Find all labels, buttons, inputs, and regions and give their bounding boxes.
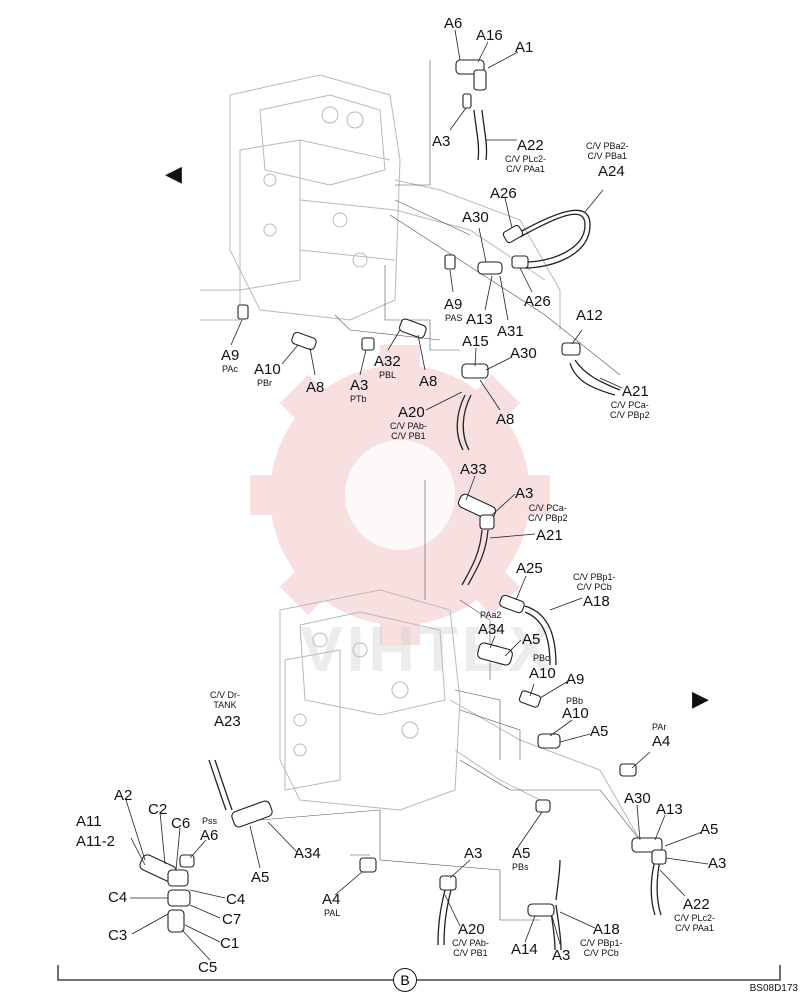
part-label-a18: A18 xyxy=(593,921,620,938)
port-label: C/V PCa- C/V PBp2 xyxy=(610,400,650,421)
port-label: PBr xyxy=(257,378,273,388)
part-label-a31: A31 xyxy=(497,323,524,340)
part-label-a15: A15 xyxy=(462,333,489,350)
port-label: PAa2 xyxy=(480,610,502,620)
port-label: C/V Dr- TANK xyxy=(210,690,240,711)
part-label-a6: A6 xyxy=(444,15,463,32)
port-label: PBb xyxy=(566,696,584,706)
part-label-a4: A4 xyxy=(322,891,341,908)
part-label-a11: A11 xyxy=(76,813,102,830)
port-label: C/V PLc2- C/V PAa1 xyxy=(674,913,716,934)
port-label: C/V PBp1- C/V PCb xyxy=(580,938,623,959)
part-label-a8: A8 xyxy=(306,379,325,396)
port-label: PAS xyxy=(445,313,463,323)
part-label-a14: A14 xyxy=(511,941,538,958)
drawing-code: BS08D173 xyxy=(749,983,798,994)
part-label-a33: A33 xyxy=(460,461,487,478)
part-label-a12: A12 xyxy=(576,307,603,324)
part-label-c3: C3 xyxy=(108,927,128,944)
part-label-a8: A8 xyxy=(496,411,515,428)
part-label-a22: A22 xyxy=(683,896,710,913)
part-label-a13: A13 xyxy=(466,311,493,328)
part-label-a21: A21 xyxy=(536,527,563,544)
port-label: PAc xyxy=(222,364,238,374)
part-label-a22: A22 xyxy=(517,137,544,154)
port-label: C/V PAb- C/V PB1 xyxy=(452,938,489,959)
part-label-a4: A4 xyxy=(652,733,671,750)
part-label-a30: A30 xyxy=(510,345,537,362)
control-valve-lower xyxy=(279,589,641,841)
part-label-a5: A5 xyxy=(512,845,531,862)
part-label-a30: A30 xyxy=(624,790,651,807)
part-label-a5: A5 xyxy=(522,631,541,648)
port-label: PBc xyxy=(533,653,550,663)
part-label-a10: A10 xyxy=(562,705,589,722)
part-label-a6: A6 xyxy=(200,827,219,844)
part-label-a24: A24 xyxy=(598,163,625,180)
part-label-c2: C2 xyxy=(148,801,168,818)
part-label-c6: C6 xyxy=(171,815,191,832)
part-label-a18: A18 xyxy=(583,593,610,610)
part-label-a30: A30 xyxy=(462,209,489,226)
port-label: C/V PAb- C/V PB1 xyxy=(390,421,427,442)
part-label-a9: A9 xyxy=(566,671,585,688)
part-label-a2: A2 xyxy=(114,787,133,804)
port-label: C/V PBa2- C/V PBa1 xyxy=(586,141,629,162)
part-label-a16: A16 xyxy=(476,27,503,44)
port-label: PBL xyxy=(379,370,397,380)
part-label-a23: A23 xyxy=(214,713,241,730)
part-label-a3: A3 xyxy=(350,377,369,394)
section-marker: B xyxy=(393,968,417,992)
part-label-a26: A26 xyxy=(490,185,517,202)
part-label-a10: A10 xyxy=(529,665,556,682)
part-label-a8: A8 xyxy=(419,373,438,390)
part-label-a13: A13 xyxy=(656,801,683,818)
part-label-a32: A32 xyxy=(374,353,401,370)
part-label-a5: A5 xyxy=(700,821,719,838)
part-label-a34: A34 xyxy=(478,621,505,638)
port-label: C/V PLc2- C/V PAa1 xyxy=(505,154,547,175)
port-label: Pss xyxy=(202,816,218,826)
port-label: C/V PCa- C/V PBp2 xyxy=(528,503,568,524)
part-label-a5: A5 xyxy=(251,869,270,886)
part-label-a3: A3 xyxy=(432,133,451,150)
part-label-a11-2: A11-2 xyxy=(76,833,115,850)
port-label: PAr xyxy=(652,722,667,732)
part-label-a1: A1 xyxy=(515,39,534,56)
part-label-a3: A3 xyxy=(708,855,727,872)
part-label-a3: A3 xyxy=(515,485,534,502)
part-label-a20: A20 xyxy=(398,404,425,421)
direction-right-arrow-icon: ▶ xyxy=(692,686,709,711)
part-label-c5: C5 xyxy=(198,959,218,976)
part-label-c1: C1 xyxy=(220,935,240,952)
port-label: C/V PBp1- C/V PCb xyxy=(573,572,616,593)
port-label: PTb xyxy=(350,394,367,404)
part-label-a20: A20 xyxy=(458,921,485,938)
part-label-a10: A10 xyxy=(254,361,281,378)
watermark-text: VIHTEX xyxy=(300,613,556,685)
part-label-a34: A34 xyxy=(294,845,321,862)
port-label: PAL xyxy=(324,908,341,918)
part-label-a3: A3 xyxy=(464,845,483,862)
part-label-a9: A9 xyxy=(444,296,463,313)
direction-left-arrow-icon: ◀ xyxy=(165,161,182,186)
part-label-a25: A25 xyxy=(516,560,543,577)
port-label: PBs xyxy=(512,862,529,872)
part-label-a26: A26 xyxy=(524,293,551,310)
part-label-c4: C4 xyxy=(108,889,128,906)
part-label-a9: A9 xyxy=(221,347,240,364)
section-bracket xyxy=(57,965,781,981)
part-label-c4: C4 xyxy=(226,891,246,908)
part-label-a21: A21 xyxy=(622,383,649,400)
part-label-a3: A3 xyxy=(552,947,571,964)
part-label-c7: C7 xyxy=(222,911,242,928)
part-label-a5: A5 xyxy=(590,723,609,740)
